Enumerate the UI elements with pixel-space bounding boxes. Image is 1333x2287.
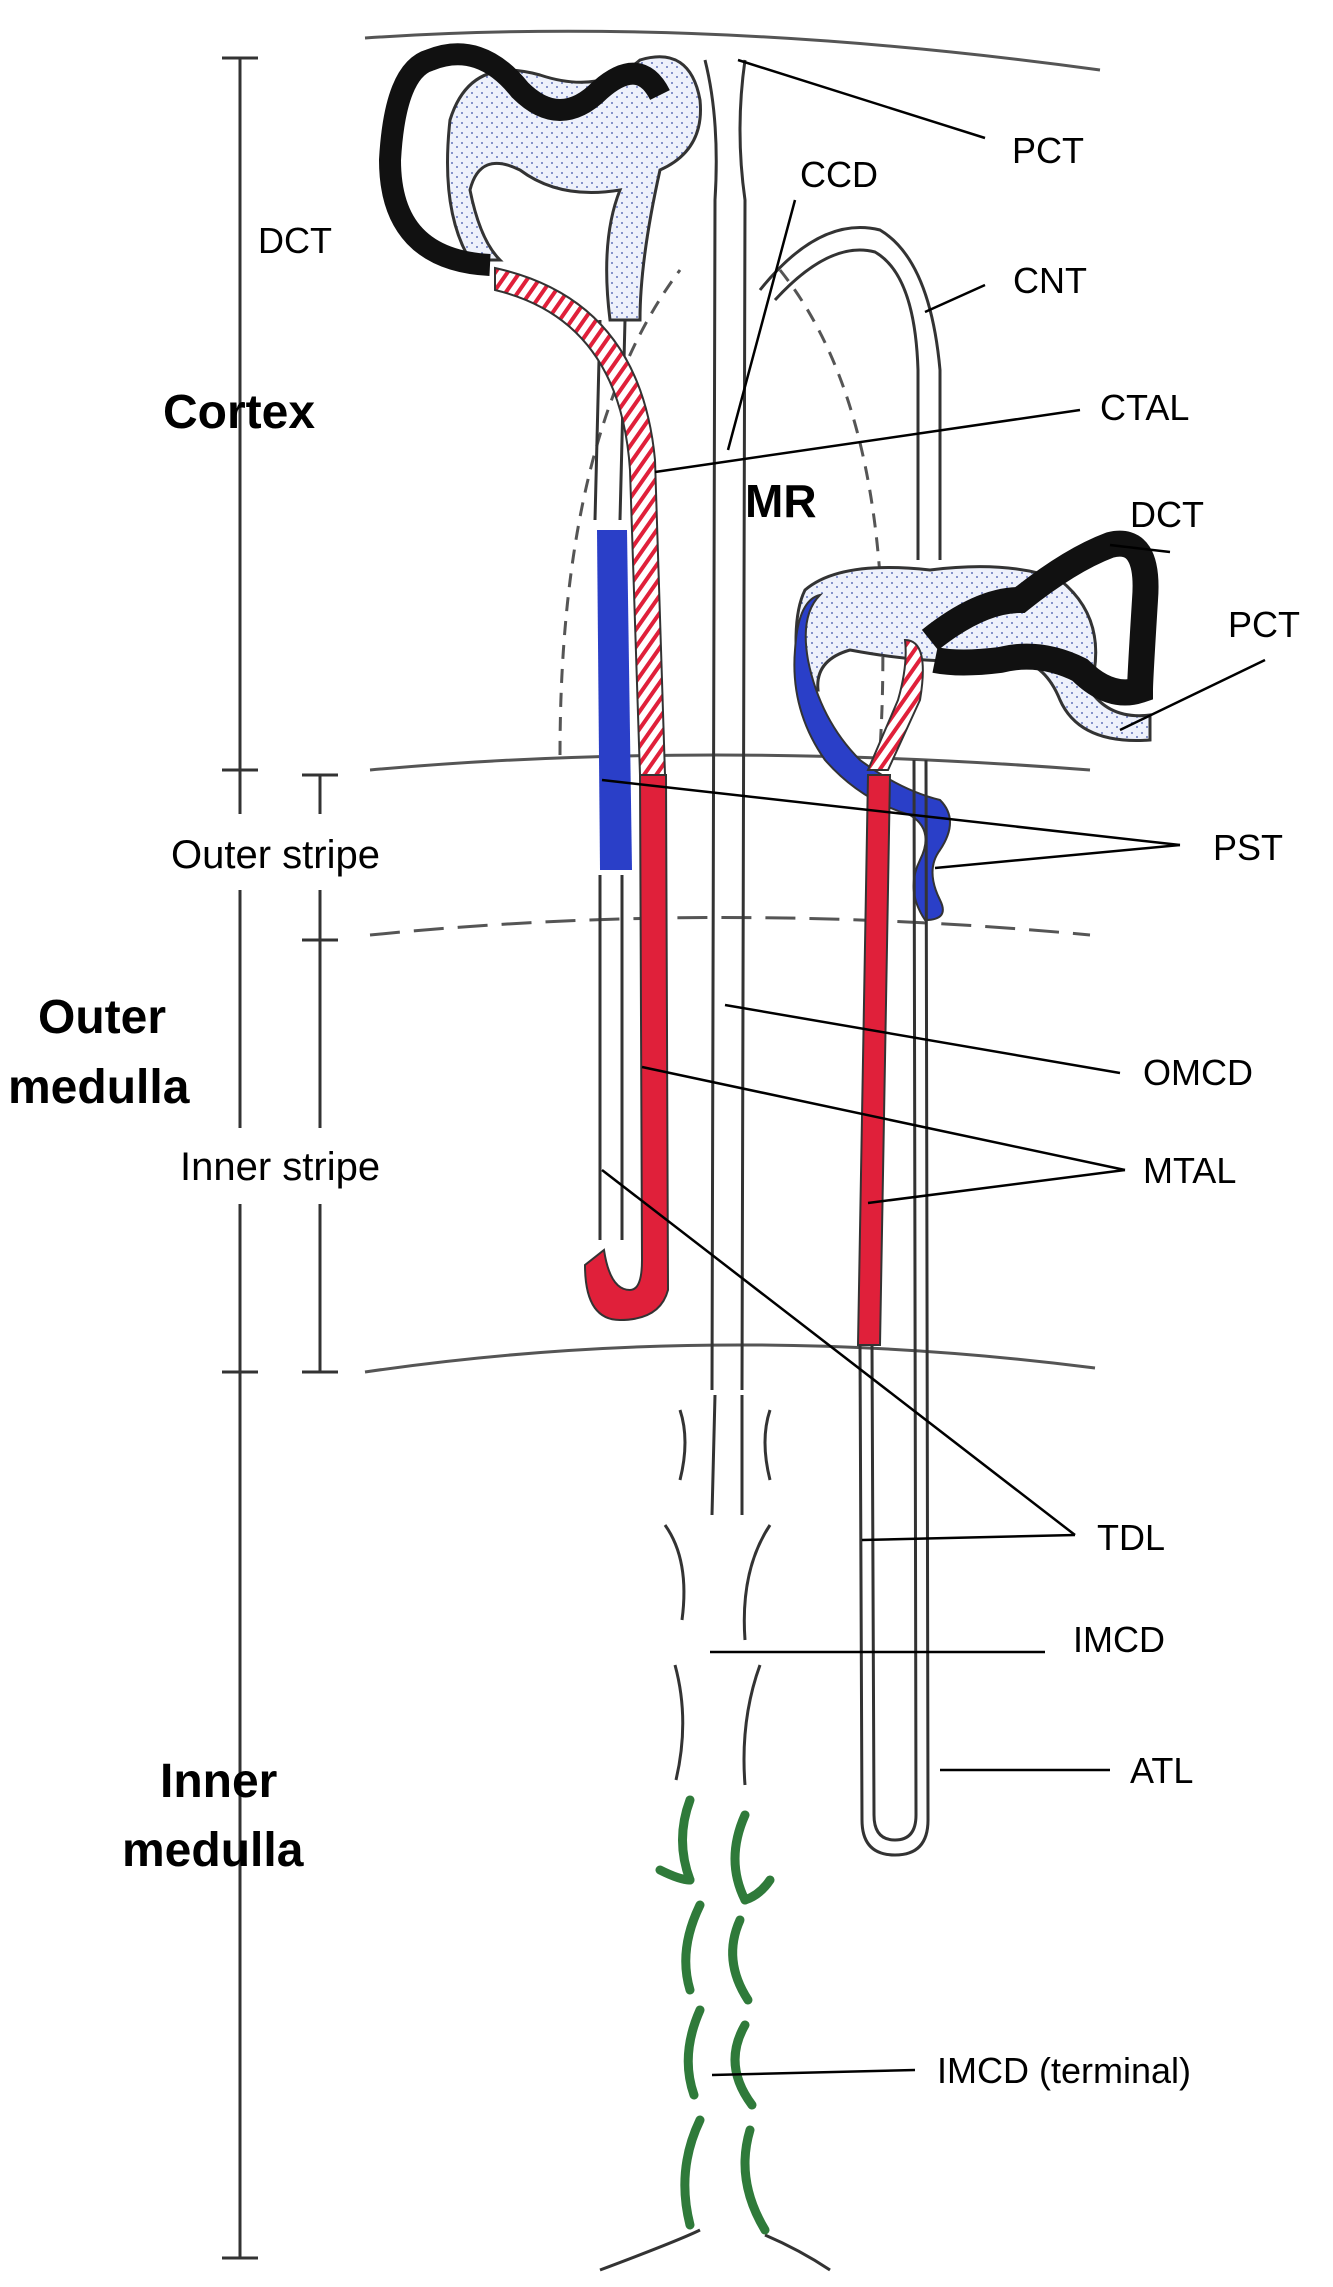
zone-label-dct-top: DCT [258, 220, 332, 261]
cortical-nephron [378, 43, 702, 1322]
dct-right [921, 530, 1159, 706]
dct-left [378, 43, 670, 276]
pst-right [793, 593, 951, 922]
mtal-left [583, 774, 670, 1322]
collecting-duct [599, 59, 831, 2272]
label-mtal: MTAL [1143, 1150, 1236, 1191]
label-pct-top: PCT [1012, 130, 1084, 171]
outer-stripe-box [150, 814, 480, 890]
zone-label-outer-medulla-line1: Outer [38, 991, 166, 1044]
capsule-line [364, 29, 1101, 72]
label-cnt: CNT [1013, 260, 1087, 301]
ctal-right [866, 638, 924, 771]
label-pst: PST [1213, 827, 1283, 868]
mtal-right [856, 774, 892, 1346]
cortex-medulla-boundary [369, 753, 1091, 772]
label-tdl: TDL [1097, 1517, 1165, 1558]
label-imcd-terminal: IMCD (terminal) [937, 2050, 1191, 2091]
label-dct: DCT [1130, 494, 1204, 535]
zone-label-inner-stripe: Inner stripe [180, 1145, 380, 1189]
label-imcd: IMCD [1073, 1619, 1165, 1660]
zone-label-cortex: Cortex [163, 386, 315, 439]
medullary-ray-right [778, 269, 885, 751]
label-omcd: OMCD [1143, 1052, 1253, 1093]
zone-label-outer-stripe: Outer stripe [171, 833, 380, 877]
label-mr: MR [745, 475, 817, 527]
label-ccd: CCD [800, 154, 878, 195]
outer-inner-medulla-boundary [364, 1343, 1096, 1374]
inner-stripe-box [160, 1128, 475, 1204]
zone-boundaries [364, 29, 1101, 1374]
juxtamedullary-nephron [758, 226, 1159, 1857]
pst-left [597, 530, 632, 870]
zone-label-inner-medulla-line2: medulla [122, 1824, 304, 1877]
stripe-boundary [369, 916, 1091, 937]
ctal-left [494, 266, 667, 776]
terminal-imcd [655, 1795, 775, 2235]
label-atl: ATL [1130, 1750, 1193, 1791]
zone-label-inner-medulla-line1: Inner [160, 1755, 277, 1808]
label-pct: PCT [1228, 604, 1300, 645]
leader-lines [601, 58, 1266, 2077]
zone-label-outer-medulla-line2: medulla [8, 1061, 190, 1114]
label-ctal: CTAL [1100, 387, 1189, 428]
